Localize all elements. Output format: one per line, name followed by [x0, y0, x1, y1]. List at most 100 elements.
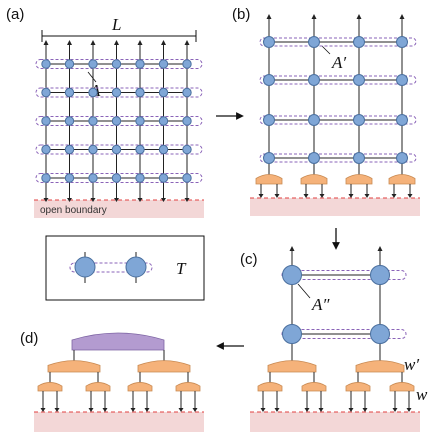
isometry-w: [85, 382, 111, 392]
tensor-node: [158, 116, 169, 126]
isometry-w-prime: [47, 360, 101, 373]
boundary-leg-head: [362, 408, 368, 412]
boundary-leg-head: [318, 408, 324, 412]
tensor-node: [158, 87, 169, 98]
top-tensor: [71, 332, 165, 351]
tensor-node: [64, 173, 75, 183]
boundary-leg-head: [102, 408, 108, 412]
isometry-w: [175, 382, 201, 392]
tensor-node: [41, 144, 51, 155]
tensor-node: [64, 59, 75, 69]
dimension-label: L: [111, 15, 121, 34]
tensor-node: [88, 59, 98, 69]
tensor-node: [282, 324, 302, 344]
boundary-leg-head: [319, 194, 325, 198]
boundary-leg-head: [260, 408, 266, 412]
tensor-node: [370, 265, 390, 285]
isometry-w-prime: [267, 360, 317, 373]
isometry-w: [345, 382, 371, 392]
tensor-a-pointer: [87, 71, 97, 83]
tensor-node: [396, 152, 408, 164]
isometry-w: [257, 382, 283, 392]
isometry-w: [127, 382, 153, 392]
tensor-node: [182, 87, 192, 98]
tensor-node: [41, 173, 51, 183]
tensor-node: [396, 74, 408, 86]
isometry-w: [37, 382, 63, 392]
tensor-node: [263, 152, 275, 164]
legend-tensor-right: [125, 256, 147, 278]
physical-leg-up-head: [90, 40, 96, 45]
isometry-w: [255, 174, 283, 185]
tensor-node: [263, 36, 275, 48]
physical-leg-up-head: [356, 14, 362, 19]
tensor-node: [263, 114, 275, 126]
panel-a: (a) L A open boundary: [6, 6, 204, 218]
open-boundary-label: open boundary: [40, 205, 107, 216]
tensor-node: [135, 87, 145, 98]
tensor-node: [111, 87, 122, 98]
physical-leg-up-head: [67, 40, 72, 45]
panel-b: (b) A′: [232, 6, 420, 216]
tensor-node: [308, 36, 320, 48]
boundary-leg-head: [406, 408, 412, 412]
isometry-w-prime: [137, 360, 191, 373]
tensor-node: [135, 59, 145, 69]
tensor-grid-b: [255, 14, 417, 198]
tensor-node: [308, 152, 320, 164]
boundary-region-c: [250, 412, 420, 432]
panel-a-label: (a): [6, 6, 24, 23]
physical-leg-up-head: [137, 40, 143, 45]
tensor-node: [158, 144, 169, 155]
legend-label: T: [176, 259, 187, 278]
boundary-leg-head: [391, 194, 397, 198]
legend-tensor-left: [74, 256, 96, 278]
tensor-node: [88, 116, 98, 126]
boundary-region-b: [250, 198, 420, 216]
tensor-node: [111, 144, 122, 155]
boundary-leg-head: [54, 408, 60, 412]
boundary-leg-head: [88, 408, 94, 412]
physical-leg-down-head: [184, 198, 190, 202]
physical-leg-up-head: [161, 40, 166, 45]
w-prime-label: w′: [404, 355, 419, 374]
tensor-grid-a: [35, 40, 203, 202]
boundary-leg-head: [274, 408, 280, 412]
boundary-leg-head: [130, 408, 136, 412]
boundary-leg-head: [274, 194, 280, 198]
panel-d-label: (d): [20, 330, 38, 347]
isometry-w: [389, 382, 415, 392]
physical-leg-up-head: [266, 14, 272, 19]
tensor-node: [308, 74, 320, 86]
tensor-node: [135, 144, 145, 155]
tensor-node: [182, 116, 192, 126]
tensor-node: [370, 324, 390, 344]
physical-leg-down-head: [114, 198, 119, 202]
boundary-leg-head: [40, 408, 46, 412]
tensor-node: [182, 144, 192, 155]
tensor-node: [41, 87, 51, 98]
panel-c-label: (c): [240, 251, 258, 268]
legend-box: T: [45, 235, 205, 301]
panel-b-label: (b): [232, 6, 250, 23]
physical-leg-up-head: [43, 40, 49, 45]
tensor-node: [64, 144, 75, 155]
isometry-w-prime: [355, 360, 405, 373]
physical-leg-down-head: [161, 198, 166, 202]
panel-d: (d): [20, 330, 204, 432]
tensor-node: [353, 152, 365, 164]
tensor-node: [135, 116, 145, 126]
isometry-w: [300, 174, 328, 185]
tensor-a-double-prime-pointer: [297, 283, 311, 299]
boundary-leg-head: [348, 408, 354, 412]
tensor-node: [396, 114, 408, 126]
tensor-a-double-prime-label: A″: [311, 295, 330, 314]
tensor-node: [135, 173, 145, 183]
physical-leg-up-head: [399, 14, 405, 19]
tensor-node: [88, 87, 98, 98]
isometry-w: [301, 382, 327, 392]
tensor-node: [182, 173, 192, 183]
physical-leg-up-head: [289, 246, 295, 251]
physical-leg-up-head: [184, 40, 190, 45]
